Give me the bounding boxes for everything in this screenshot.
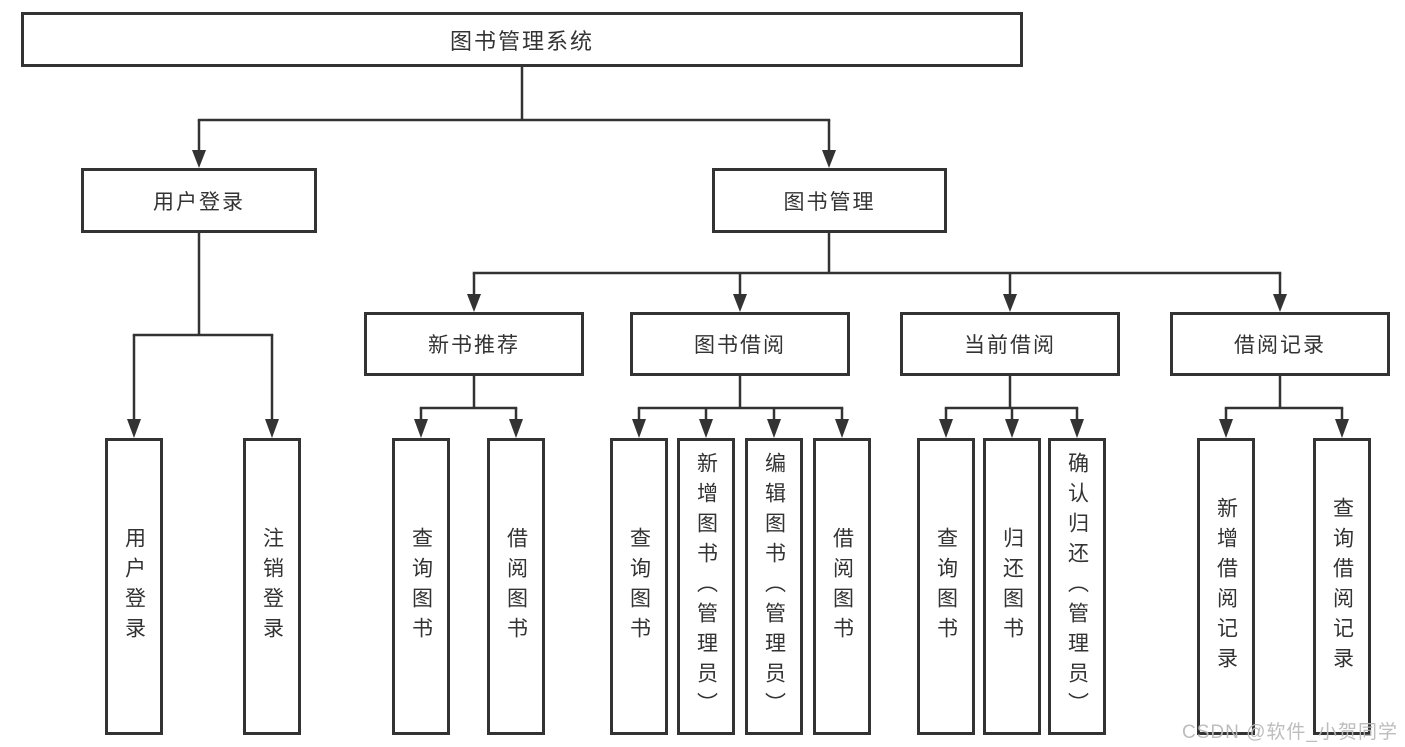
node-label: 查询图书 [627,526,651,647]
csdn-watermark: CSDN @软件_小贺同学 [1182,722,1398,743]
node-current-borrowing: 当前借阅 [900,312,1120,376]
leaf-logout: 注销登录 [243,438,301,735]
leaf-query-borrow-record: 查询借阅记录 [1313,438,1371,735]
leaf-user-login: 用户登录 [105,438,163,735]
node-label: 新书推荐 [428,334,520,357]
leaf-confirm-return-admin: 确认归还（管理员） [1048,438,1106,735]
leaf-borrow-books-under-borrowing: 借阅图书 [813,438,871,735]
node-book-management: 图书管理 [712,168,947,233]
node-label: 用户登录 [122,526,146,647]
node-label: 查询图书 [934,526,958,647]
node-user-login-group: 用户登录 [81,168,317,233]
node-label: 用户登录 [153,190,245,214]
node-label: 图书借阅 [694,334,786,357]
leaf-borrow-books-under-recommendation: 借阅图书 [487,438,545,735]
node-label: 新增图书（管理员） [694,451,718,722]
leaf-add-book-admin: 新增图书（管理员） [677,438,735,735]
node-label: 归还图书 [1000,526,1024,647]
leaf-query-books-under-recommendation: 查询图书 [392,438,450,735]
node-label: 确认归还（管理员） [1065,451,1089,722]
node-borrowing-records: 借阅记录 [1170,312,1390,376]
node-label: 查询借阅记录 [1330,496,1354,677]
node-label: 借阅图书 [830,526,854,647]
node-label: 查询图书 [409,526,433,647]
node-label: 图书管理系统 [449,28,594,54]
leaf-add-borrow-record: 新增借阅记录 [1197,438,1255,735]
leaf-query-books-under-borrowing: 查询图书 [610,438,668,735]
node-label: 借阅图书 [504,526,528,647]
node-label: 新增借阅记录 [1214,496,1238,677]
node-new-book-recommendation: 新书推荐 [364,312,584,376]
node-label: 注销登录 [260,526,284,647]
node-label: 当前借阅 [964,334,1056,357]
node-label: 借阅记录 [1234,334,1326,357]
node-label: 编辑图书（管理员） [762,451,786,722]
leaf-edit-book-admin: 编辑图书（管理员） [745,438,803,735]
node-book-borrowing: 图书借阅 [630,312,850,376]
node-label: 图书管理 [783,190,876,214]
node-library-management-system: 图书管理系统 [21,12,1023,67]
leaf-query-books-under-current: 查询图书 [917,438,975,735]
leaf-return-book: 归还图书 [983,438,1041,735]
